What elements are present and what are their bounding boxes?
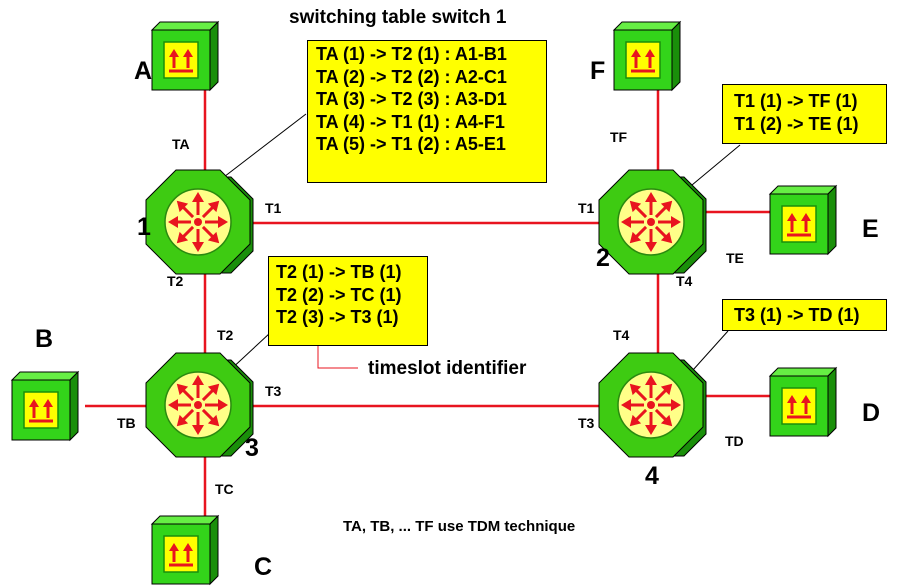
switch-1-t1-label: T1	[265, 200, 282, 216]
switch-2-t1-label: T1	[578, 200, 595, 216]
terminal-d-label: D	[862, 399, 880, 427]
switch-3-table-row: T2 (3) -> T3 (1)	[276, 307, 399, 327]
switch-1-table-row: TA (3) -> T2 (3) : A3-D1	[316, 89, 507, 109]
switch-3-icon	[144, 351, 255, 459]
switch-4-table: T3 (1) -> TD (1)	[722, 299, 887, 331]
switch-2-t4-label: T4	[676, 273, 693, 289]
switch-3-label: 3	[245, 434, 259, 462]
switch-4-t3-label: T3	[578, 415, 595, 431]
switch-1-t2-label: T2	[167, 273, 184, 289]
switch-1-table-title: switching table switch 1	[289, 7, 507, 28]
trunk-tb-label: TB	[117, 415, 136, 431]
switch-1-table-row: TA (2) -> T2 (2) : A2-C1	[316, 66, 507, 87]
switch-3-table-row: T2 (2) -> TC (1)	[276, 284, 402, 305]
switch-2-table-row: T1 (1) -> TF (1)	[734, 91, 858, 111]
switch-1-icon	[144, 168, 255, 276]
switch-2-label: 2	[596, 244, 610, 272]
switch-2-table: T1 (1) -> TF (1) T1 (2) -> TE (1)	[722, 84, 887, 144]
switch-4-t4-label: T4	[613, 327, 630, 343]
terminal-f-icon	[612, 20, 682, 92]
switch-2-table-row: T1 (2) -> TE (1)	[734, 113, 859, 134]
callout-lines	[219, 113, 741, 373]
trunk-td-label: TD	[725, 433, 744, 449]
switch-1-table-row: TA (1) -> T2 (1) : A1-B1	[316, 44, 507, 64]
switch-1-table: TA (1) -> T2 (1) : A1-B1 TA (2) -> T2 (2…	[307, 40, 547, 183]
callout-line-s2	[691, 144, 741, 186]
switch-4-icon	[597, 351, 708, 459]
switch-4-table-row: T3 (1) -> TD (1)	[734, 305, 860, 325]
terminal-c-icon	[150, 514, 220, 586]
timeslot-identifier-annotation: timeslot identifier	[368, 358, 527, 379]
terminal-a-icon	[150, 20, 220, 92]
terminal-e-label: E	[862, 215, 879, 243]
switch-3-table: T2 (1) -> TB (1) T2 (2) -> TC (1) T2 (3)…	[268, 256, 428, 346]
switch-4-label: 4	[645, 462, 659, 490]
trunk-te-label: TE	[726, 250, 744, 266]
links	[85, 90, 772, 518]
terminal-d-icon	[768, 366, 838, 438]
switch-3-table-row: T2 (1) -> TB (1)	[276, 262, 402, 282]
trunk-tc-label: TC	[215, 481, 234, 497]
terminal-e-icon	[768, 184, 838, 256]
timeslot-pointer-line	[317, 345, 358, 369]
terminal-f-label: F	[590, 57, 605, 85]
trunk-tf-label: TF	[610, 129, 628, 145]
switch-1-label: 1	[137, 213, 151, 241]
terminal-b-icon	[10, 370, 80, 442]
switch-1-table-row: TA (4) -> T1 (1) : A4-F1	[316, 111, 505, 132]
switch-3-t2-label: T2	[217, 327, 234, 343]
callout-line-s1	[219, 113, 307, 181]
switch-2-icon	[597, 168, 708, 276]
terminal-b-label: B	[35, 325, 53, 353]
terminal-a-label: A	[134, 57, 152, 85]
callout-line-s4	[692, 330, 729, 371]
switch-1-table-row: TA (5) -> T1 (2) : A5-E1	[316, 134, 506, 154]
footnote: TA, TB, ... TF use TDM technique	[343, 518, 575, 535]
trunk-ta-label: TA	[172, 136, 190, 152]
terminal-c-label: C	[254, 553, 272, 581]
switch-3-t3-label: T3	[265, 383, 282, 399]
